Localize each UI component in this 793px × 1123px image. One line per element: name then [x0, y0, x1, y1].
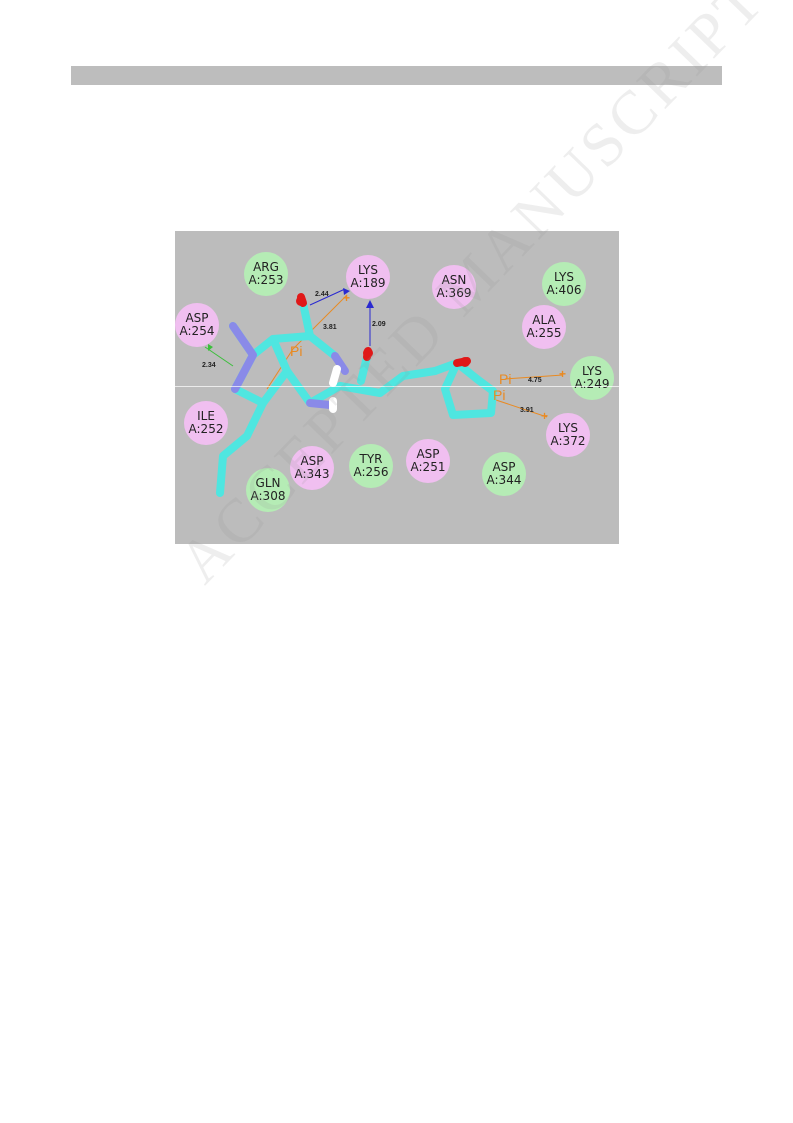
distance-label: 3.81	[323, 324, 337, 331]
distance-label: 2.44	[315, 291, 329, 298]
arrow-icon	[366, 300, 374, 308]
distance-label: 2.34	[202, 362, 216, 369]
pi-label: Pi	[290, 343, 303, 359]
distance-label: 2.09	[372, 321, 386, 328]
distance-label: 4.75	[528, 377, 542, 384]
arrow-icon	[343, 288, 350, 295]
ligand-bonds	[216, 293, 497, 497]
plus-icon: +	[541, 409, 549, 423]
pi-label: Pi	[493, 387, 506, 403]
header-bar	[71, 66, 722, 85]
plus-icon: +	[343, 291, 351, 305]
arrow-icon	[208, 344, 213, 351]
distance-label: 3.91	[520, 407, 534, 414]
scan-line	[175, 386, 619, 387]
h-bond-lines	[309, 288, 371, 346]
pi-label: Pi	[499, 371, 512, 387]
plus-icon: +	[559, 367, 567, 381]
ligand-structure	[204, 288, 564, 497]
